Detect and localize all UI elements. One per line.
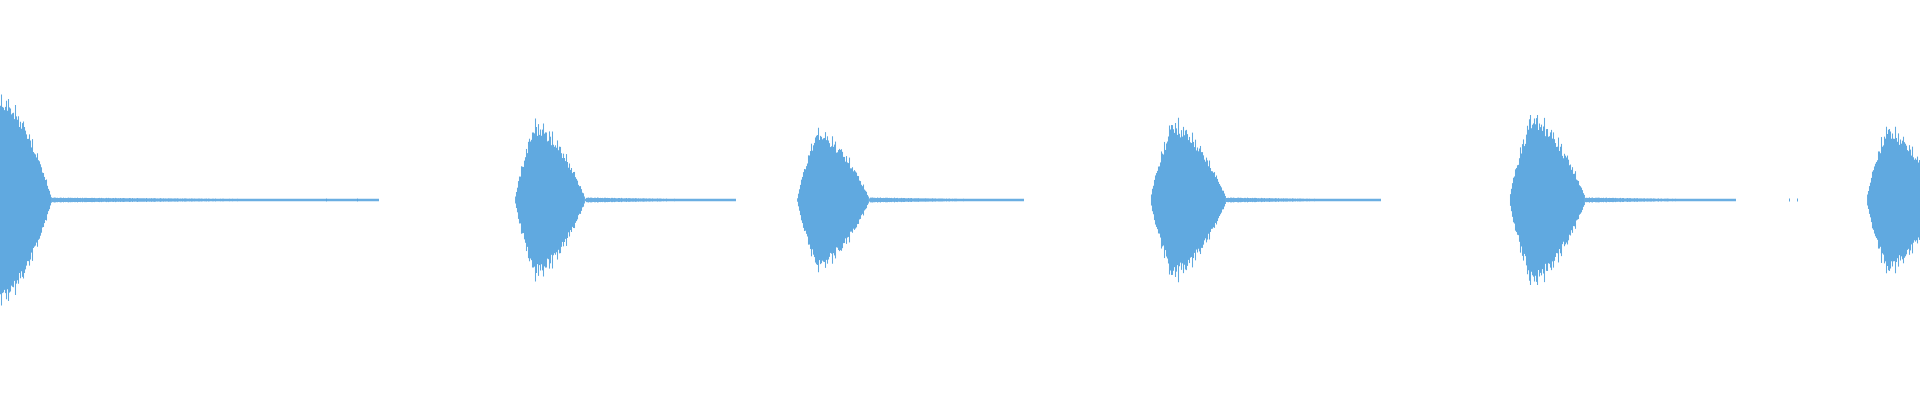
waveform-group	[0, 94, 1920, 306]
